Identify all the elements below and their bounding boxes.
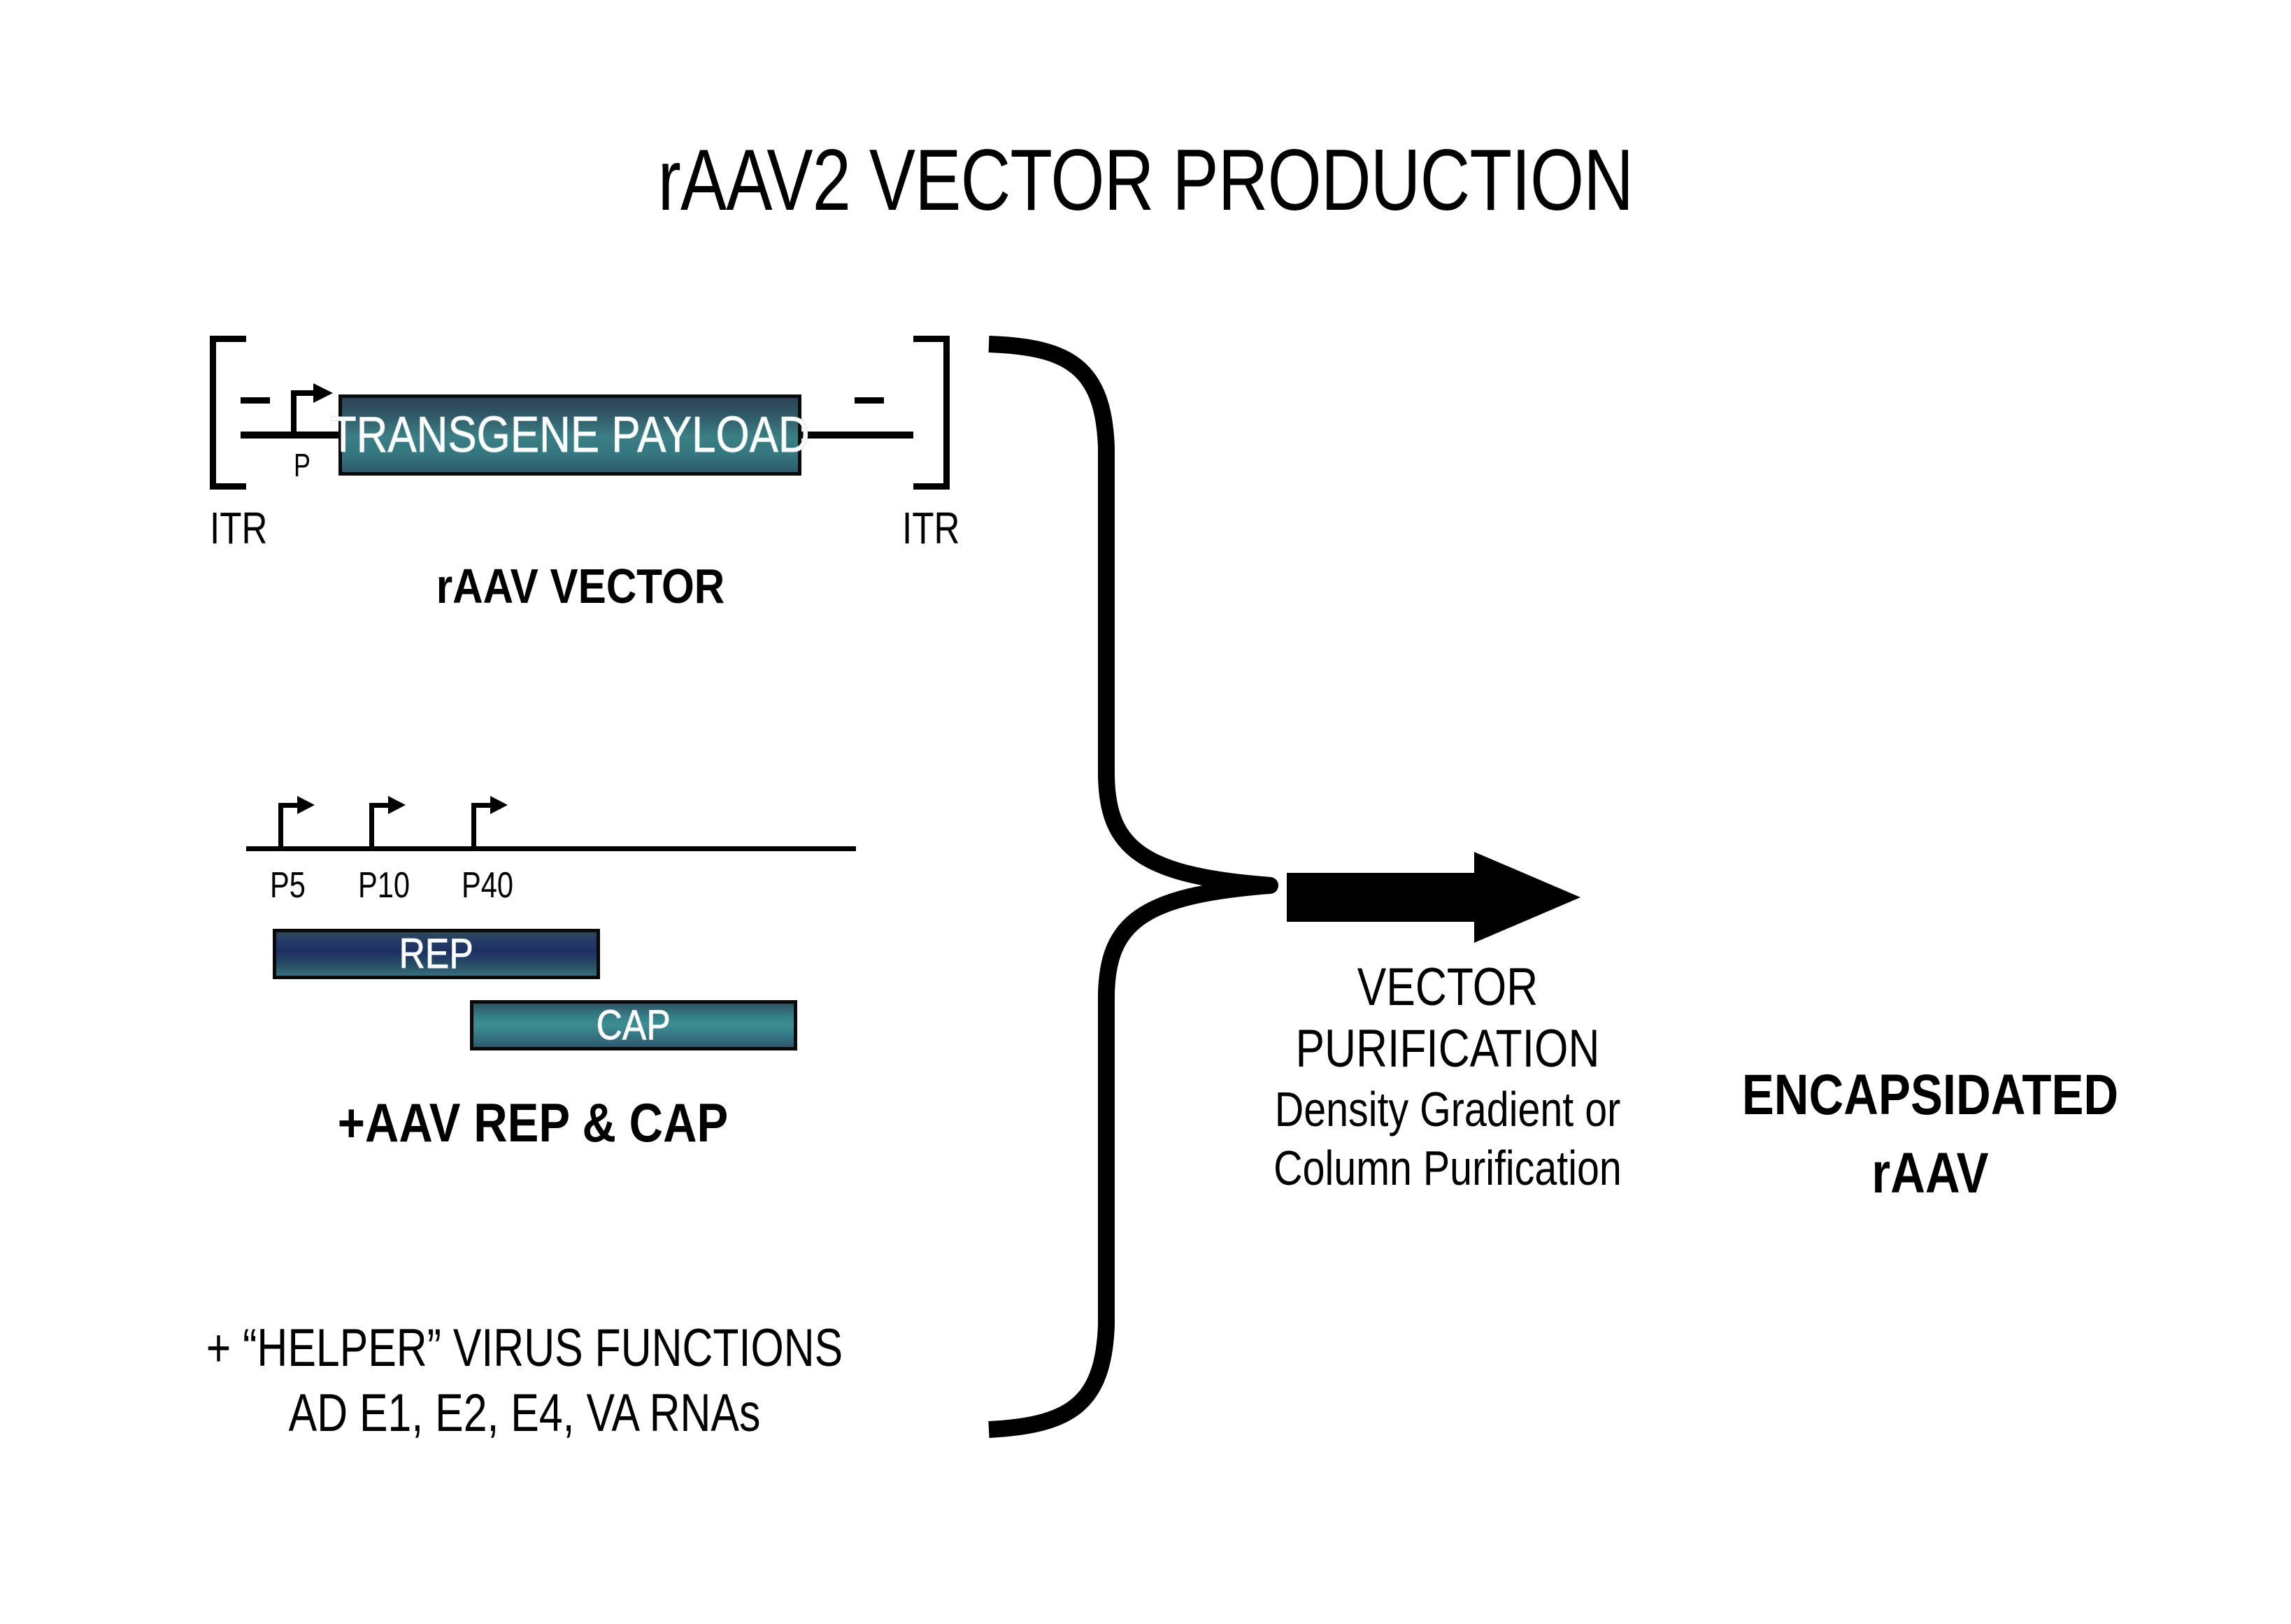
promoter-p40-label: P40	[462, 865, 514, 906]
promoter-arrow-bar	[291, 390, 316, 396]
page-title: rAAV2 VECTOR PRODUCTION	[657, 132, 1634, 229]
promoter-arrow-stem	[291, 390, 297, 436]
grouping-brace-icon	[988, 336, 1278, 1438]
helper-virus-functions: + “HELPER” VIRUS FUNCTIONS AD E1, E2, E4…	[183, 1316, 866, 1446]
itr-right-label: ITR	[902, 503, 960, 553]
itr-left-stub	[241, 397, 270, 404]
rep-cap-caption: +AAV REP & CAP	[337, 1092, 729, 1153]
purification-line-1: VECTOR	[1357, 957, 1539, 1017]
promoter-p40-stem	[471, 803, 476, 849]
helper-line-2: AD E1, E2, E4, VA RNAs	[288, 1383, 761, 1443]
raav-vector-caption: rAAV VECTOR	[436, 559, 725, 613]
encapsidated-raav-label: ENCAPSIDATED rAAV	[1701, 1056, 2159, 1212]
itr-right-stub	[855, 397, 884, 404]
rep-cap-backbone-line	[246, 846, 856, 851]
cap-gene-label: CAP	[596, 1002, 671, 1048]
promoter-p10-stem	[369, 803, 374, 849]
promoter-arrow-icon	[313, 383, 333, 403]
rep-gene-label: REP	[399, 930, 474, 977]
promoter-label: P	[294, 447, 311, 483]
rep-cap-diagram: P5 P10 P40 REP CAP +AAV REP & CAP	[246, 769, 876, 1153]
purification-line-2: PURIFICATION	[1295, 1019, 1600, 1079]
promoter-p5-label: P5	[270, 865, 306, 906]
promoter-p5-arrow-icon	[297, 796, 315, 814]
helper-line-1: + “HELPER” VIRUS FUNCTIONS	[206, 1318, 843, 1378]
output-line-1: ENCAPSIDATED	[1741, 1063, 2119, 1127]
promoter-p40-arrow-icon	[490, 796, 508, 814]
vector-purification-text: VECTOR PURIFICATION Density Gradient or …	[1189, 957, 1706, 1197]
promoter-p10-label: P10	[358, 865, 411, 906]
purification-line-4: Column Purification	[1273, 1141, 1622, 1196]
promoter-p5-stem	[278, 803, 283, 849]
rep-gene-box: REP	[273, 929, 600, 979]
transgene-payload-box: TRANSGENE PAYLOAD	[330, 394, 810, 476]
itr-left-bracket-icon	[210, 336, 246, 490]
purification-line-3: Density Gradient or	[1274, 1082, 1621, 1137]
transgene-payload-label: TRANSGENE PAYLOAD	[330, 407, 811, 463]
itr-right-bracket-icon	[913, 336, 950, 490]
process-arrow-icon	[1287, 852, 1580, 943]
promoter-p40-bar	[471, 803, 492, 808]
output-line-2: rAAV	[1871, 1141, 1989, 1205]
cap-gene-box: CAP	[470, 1000, 797, 1050]
promoter-p5-bar	[278, 803, 299, 808]
promoter-p10-bar	[369, 803, 390, 808]
promoter-p10-arrow-icon	[388, 796, 406, 814]
raav-vector-diagram: P TRANSGENE PAYLOAD ITR ITR rAAV VECTOR	[210, 336, 959, 613]
itr-left-label: ITR	[210, 503, 268, 553]
